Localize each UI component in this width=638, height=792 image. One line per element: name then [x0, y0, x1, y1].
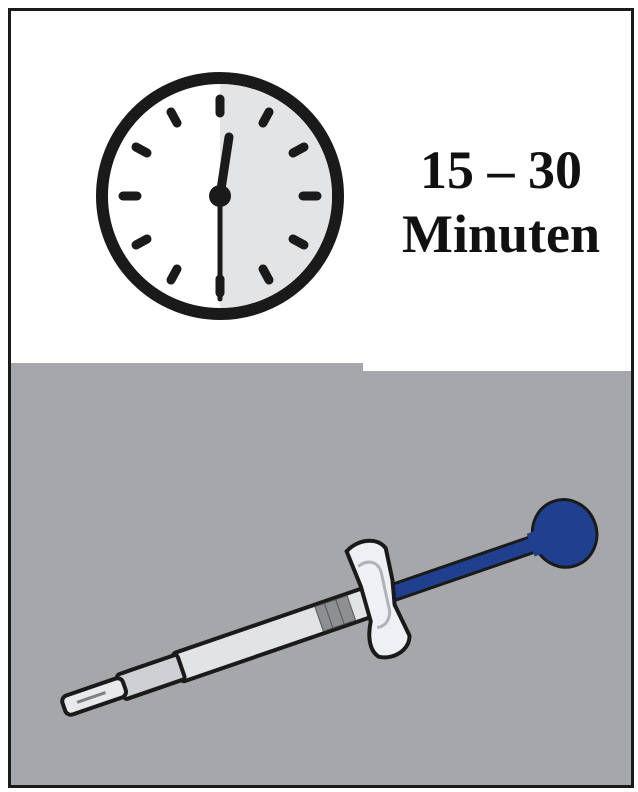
clock-icon [95, 71, 345, 321]
instruction-card: 15 – 30 Minuten [8, 8, 634, 788]
duration-unit: Minuten [391, 207, 611, 261]
prefilled-syringe-icon [51, 471, 631, 771]
wait-duration: 15 – 30 Minuten [391, 143, 611, 261]
duration-range: 15 – 30 [391, 143, 611, 197]
time-panel: 15 – 30 Minuten [11, 11, 631, 363]
panel-notch [363, 363, 634, 371]
